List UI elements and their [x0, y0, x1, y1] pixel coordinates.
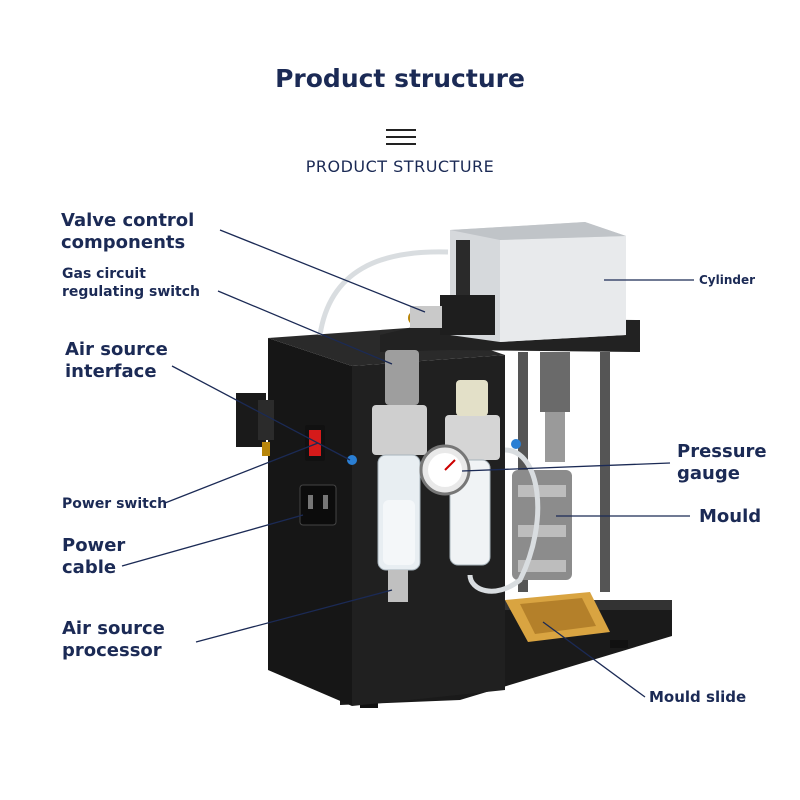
label-air-source-interface: Air source interface	[65, 339, 168, 382]
page-title: Product structure	[275, 64, 525, 93]
label-cylinder: Cylinder	[699, 273, 756, 287]
label-power-switch: Power switch	[62, 496, 168, 512]
label-power-cable: Power cable	[62, 535, 126, 578]
hamburger-menu-icon	[386, 129, 416, 145]
label-mould-slide: Mould slide	[649, 688, 747, 706]
leader-lines	[121, 229, 694, 698]
label-valve-control-components: Valve control components	[61, 210, 195, 253]
label-mould: Mould	[699, 506, 762, 527]
page-subtitle: PRODUCT STRUCTURE	[305, 157, 495, 176]
power-switch-rocker	[309, 430, 321, 456]
air-tube	[317, 249, 449, 336]
label-air-source-processor: Air source processor	[62, 618, 165, 661]
label-pressure-gauge: Pressure gauge	[677, 441, 767, 484]
label-gas-circuit-regulating-switch: Gas circuit regulating switch	[62, 266, 201, 300]
filter-regulator	[372, 405, 427, 455]
